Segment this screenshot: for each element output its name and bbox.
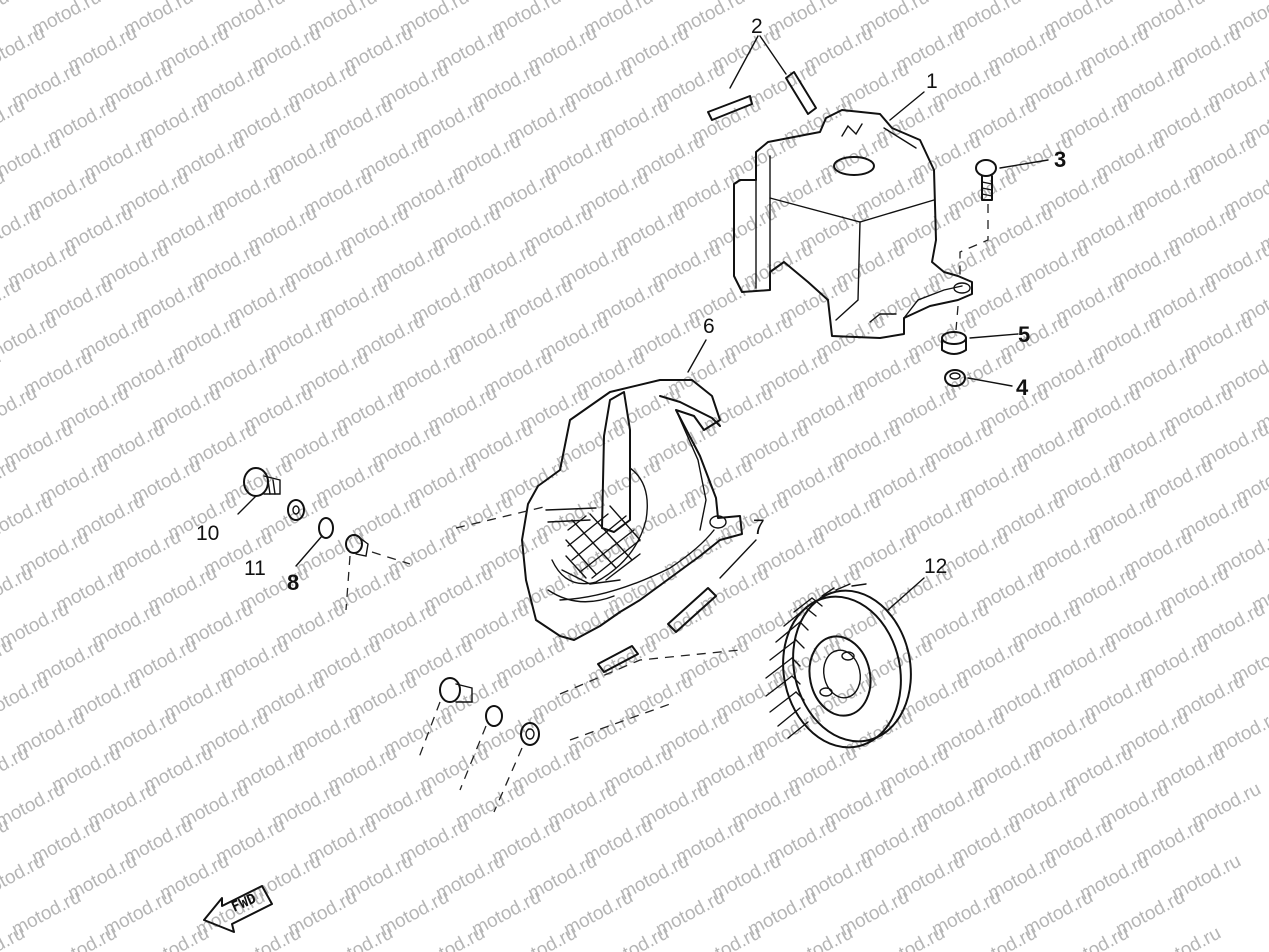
watermark-text: motod.ru <box>1148 923 1224 952</box>
leader-lines <box>237 35 1049 611</box>
part-6-fan-housing <box>521 379 743 641</box>
callout-1: 1 <box>926 70 938 93</box>
part-11-washer <box>287 499 305 521</box>
collar <box>345 534 369 557</box>
callout-2: 2 <box>751 15 763 38</box>
lead-dots-b <box>459 725 487 791</box>
watermark-text: motod.ru <box>0 203 45 257</box>
watermark-text: motod.ru <box>0 0 13 40</box>
part-12-flywheel <box>765 583 912 749</box>
axis-line-bolt <box>371 551 411 565</box>
watermark-text: motod.ru <box>1056 923 1132 952</box>
watermark-text: motod.ru <box>872 923 948 952</box>
watermark-text: motod.ru <box>964 923 1040 952</box>
callout-6: 6 <box>703 315 715 338</box>
callout-8: 8 <box>287 570 299 595</box>
watermark-text: motod.ru <box>136 923 212 952</box>
watermark-text: motod.ru <box>0 383 41 437</box>
part-3-bolt <box>959 159 997 280</box>
callout-10: 10 <box>196 522 219 545</box>
axis-line-lower <box>569 703 671 741</box>
watermark-text: motod.ru <box>0 671 53 725</box>
lower-washer <box>485 705 503 727</box>
callout-3: 3 <box>1054 147 1066 172</box>
part-1-cylinder-shroud <box>733 109 973 339</box>
part-2-pins <box>707 71 817 121</box>
watermark-text: motod.ru <box>596 923 672 952</box>
watermark-text: motod.ru <box>780 923 856 952</box>
callout-4: 4 <box>1016 375 1029 400</box>
watermark-text: motod.ru <box>320 923 396 952</box>
watermark-text: motod.ru <box>228 923 304 952</box>
callout-12: 12 <box>924 555 947 578</box>
callout-7: 7 <box>753 516 765 539</box>
watermark-text: motod.ru <box>688 923 764 952</box>
lead-dots-a <box>417 701 441 761</box>
watermark-text: motod.ru <box>0 311 61 365</box>
part-7-key <box>597 587 717 673</box>
axis-line-flywheel <box>559 649 741 695</box>
watermark-text: motod.ru <box>0 131 65 185</box>
lead-dots-c <box>493 747 523 813</box>
watermark-text: motod.ru <box>0 23 49 77</box>
watermark-text: motod.ru <box>44 923 120 952</box>
lower-bolt <box>439 677 473 703</box>
callout-11: 11 <box>244 557 266 580</box>
part-5-spacer <box>941 305 967 355</box>
watermark-text: motod.ru <box>0 779 69 833</box>
watermark-text: motod.ru <box>412 923 488 952</box>
watermark-text: motod.ru <box>0 851 49 905</box>
watermark-text: motod.ru <box>504 923 580 952</box>
part-4-nut <box>944 369 966 387</box>
watermark-text: motod.ru <box>0 491 57 545</box>
part-8-washer <box>318 517 334 539</box>
callout-5: 5 <box>1018 322 1030 347</box>
lower-nut <box>520 722 540 746</box>
